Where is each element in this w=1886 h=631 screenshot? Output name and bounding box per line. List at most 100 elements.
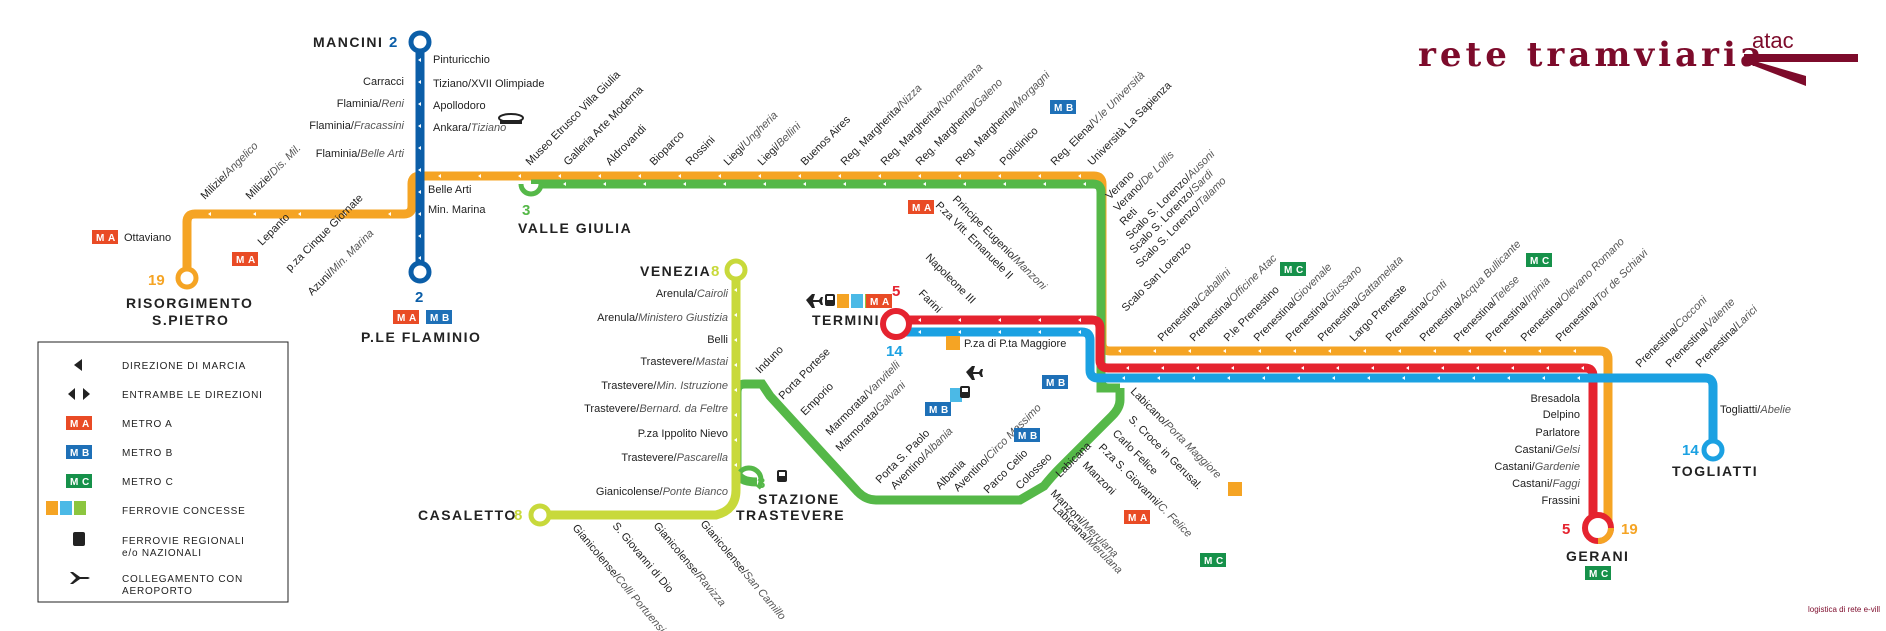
station-top[interactable]: Rossini [684,134,718,168]
direction-arrow-icon [734,463,737,467]
arrow-both-icon [68,388,90,400]
station-gerani-line[interactable]: Parlatore [1535,427,1580,439]
direction-arrow-icon [1231,366,1234,370]
ferrovie-concesse-icon [946,336,960,350]
terminal-trastevere[interactable]: 3 STAZIONE TRASTEVERE [736,465,845,523]
station-line3-east[interactable]: Manzoni/Merulana [1048,488,1120,560]
train-icon [73,532,85,546]
station-line2-left[interactable]: Flaminia/Reni [337,98,405,110]
terminal-mancini[interactable]: MANCINI 2 [313,30,432,54]
terminal-termini-line5: 5 [892,283,900,300]
direction-arrow-icon [1577,376,1580,380]
station-top[interactable]: Policlinico [998,125,1041,168]
station-line19[interactable]: p.za Cinque Giornate [284,192,366,274]
airplane-icon [966,366,983,380]
station-gerani-line[interactable]: Castani/Faggi [1512,478,1580,490]
direction-arrow-icon [1398,349,1401,353]
station-line8[interactable]: Trastevere/Pascarella [621,452,728,464]
direction-arrow-icon [1402,376,1405,380]
metro-a-icon [908,200,934,214]
station-line2-bottom[interactable]: Belle Arti [428,184,471,196]
direction-arrow-icon [1157,376,1160,380]
terminal-trastevere-line: 3 [757,475,765,492]
station-line2[interactable]: Tiziano/XVII Olimpiade [433,78,544,90]
station-line2-bottom[interactable]: Min. Marina [428,204,486,216]
station-line2[interactable]: Pinturicchio [433,54,490,66]
direction-arrow-icon [1371,366,1374,370]
station-line3-south[interactable]: Emporio [799,381,836,418]
metro-a-icon [1124,510,1150,524]
terminal-risorgimento[interactable]: 19 RISORGIMENTO S.PIETRO [126,266,253,328]
station-porta-maggiore[interactable]: P.za di P.ta Maggiore [964,338,1066,350]
direction-arrow-icon [1078,318,1081,322]
direction-arrow-icon [418,124,421,128]
direction-arrow-icon [418,58,421,62]
station-termini-line[interactable]: Farini [916,288,944,316]
terminal-termini[interactable]: 5 14 TERMINI [806,283,912,360]
atac-logo-icon [1744,54,1858,86]
station-line3-south[interactable]: Induno [754,344,786,376]
station-line3-east[interactable]: Labicana/Merulana [1050,502,1125,577]
direction-arrow-icon [1503,349,1506,353]
direction-arrow-icon [1227,376,1230,380]
direction-arrow-icon [1078,174,1081,178]
direction-arrow-icon [918,330,921,334]
terminal-flaminio[interactable]: 2 P.LE FLAMINIO [361,260,481,345]
direction-arrow-icon [958,174,961,178]
legend-label: FERROVIE CONCESSE [122,506,246,517]
terminal-venezia[interactable]: VENEZIA 8 [640,258,748,282]
station-line8[interactable]: Gianicolense/Ponte Bianco [596,486,728,498]
station-gerani-line[interactable]: Frassini [1541,495,1580,507]
direction-arrow-icon [1433,349,1436,353]
station-togliatti-abelie[interactable]: Togliatti/Abelie [1720,404,1791,416]
station-line8[interactable]: Arenula/Ministero Giustizia [597,312,728,324]
station-ottaviano[interactable]: Ottaviano [124,232,171,244]
station-line8[interactable]: Trastevere/Mastai [640,356,728,368]
direction-arrow-icon [1083,182,1086,186]
terminal-togliatti[interactable]: 14 TOGLIATTI [1672,438,1758,479]
station-line2[interactable]: Ankara/Tiziano [433,122,506,134]
legend-item: METRO B [66,445,172,459]
station-line2[interactable]: Apollodoro [433,100,486,112]
terminal-gerani[interactable]: 5 19 GERANI [1562,512,1638,580]
station-line2-left[interactable]: Flaminia/Fracassini [309,120,404,132]
station-prenestina[interactable]: Prenestina/Conti [1384,278,1450,344]
direction-arrow-icon [1472,376,1475,380]
station-line2-left[interactable]: Flaminia/Belle Arti [316,148,405,160]
station-top[interactable]: Bioparco [648,129,687,168]
station-gerani-line[interactable]: Castani/Gardenie [1494,461,1580,473]
direction-arrow-icon [1511,366,1514,370]
direction-arrow-icon [1223,349,1226,353]
station-line8[interactable]: Trastevere/Min. Istruzione [601,380,728,392]
station-line8[interactable]: Arenula/Cairoli [656,288,729,300]
direction-arrow-icon [1153,349,1156,353]
station-top[interactable]: Reg. Margherita/Nizza [839,82,925,168]
station-line8-bottom[interactable]: Gianicolense/San Camillo [698,518,788,622]
direction-arrow-icon [838,174,841,178]
terminal-gerani-line19: 19 [1621,521,1638,538]
terminal-risorgimento-line: 19 [148,272,165,289]
direction-arrow-icon [1192,376,1195,380]
station-top[interactable]: Aldrovandi [604,123,649,168]
station-gerani-line[interactable]: Castani/Gelsi [1515,444,1581,456]
station-line8[interactable]: Trastevere/Bernard. da Feltre [584,403,728,415]
direction-arrow-icon [734,388,737,392]
direction-arrow-icon [298,212,301,216]
direction-arrow-icon [958,330,961,334]
station-line2-left[interactable]: Carracci [363,76,404,88]
metro-c-icon [66,474,92,488]
station-line8[interactable]: Belli [707,334,728,346]
ferrovie-concesse-icon [1228,482,1242,496]
station-line8[interactable]: P.za Ippolito Nievo [638,428,728,440]
terminal-venezia-label: VENEZIA [640,263,711,279]
direction-arrow-icon [803,182,806,186]
line-5-route [900,315,1598,528]
station-gerani-line[interactable]: Delpino [1543,409,1580,421]
map-title: rete tramviaria [1418,35,1766,75]
station-gerani-line[interactable]: Bresadola [1530,393,1580,405]
terminal-valle-giulia-line: 3 [522,202,530,219]
terminal-valle-giulia[interactable]: 3 VALLE GIULIA [518,183,632,236]
terminal-casaletto[interactable]: CASALETTO 8 [418,503,552,527]
station-termini-line[interactable]: Principe Eugenio/Manzoni [950,194,1049,293]
metro-b-icon [426,310,452,324]
